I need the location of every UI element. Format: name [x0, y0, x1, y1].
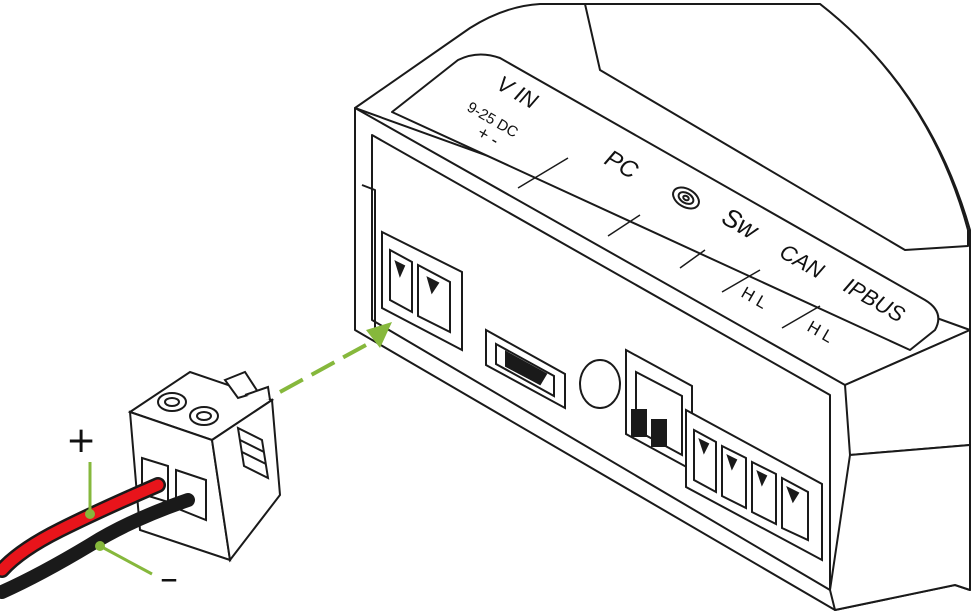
can-ipbus-port[interactable] — [685, 408, 823, 562]
power-cable — [0, 477, 195, 599]
insertion-arrow — [279, 322, 392, 394]
led-target-icon — [672, 186, 700, 210]
led-light — [579, 359, 621, 409]
label-dividers — [517, 157, 821, 329]
negative-wire — [0, 493, 195, 599]
arrow-head-icon — [366, 322, 392, 348]
vin-port[interactable] — [381, 230, 463, 352]
housing-raised-box — [584, 3, 969, 251]
plus-sign: + — [66, 420, 96, 461]
can-hl-label: H L — [738, 283, 770, 313]
dip-switch[interactable] — [625, 348, 693, 472]
pc-usb-port[interactable] — [485, 328, 566, 410]
polarity-callouts: + – — [66, 420, 178, 599]
label-panel — [391, 53, 940, 351]
terminal-plug — [127, 370, 282, 563]
switch-lever-1[interactable] — [631, 409, 647, 437]
minus-sign: – — [160, 558, 178, 599]
switch-lever-2[interactable] — [651, 419, 667, 447]
ipbus-hl-label: H L — [804, 317, 836, 347]
